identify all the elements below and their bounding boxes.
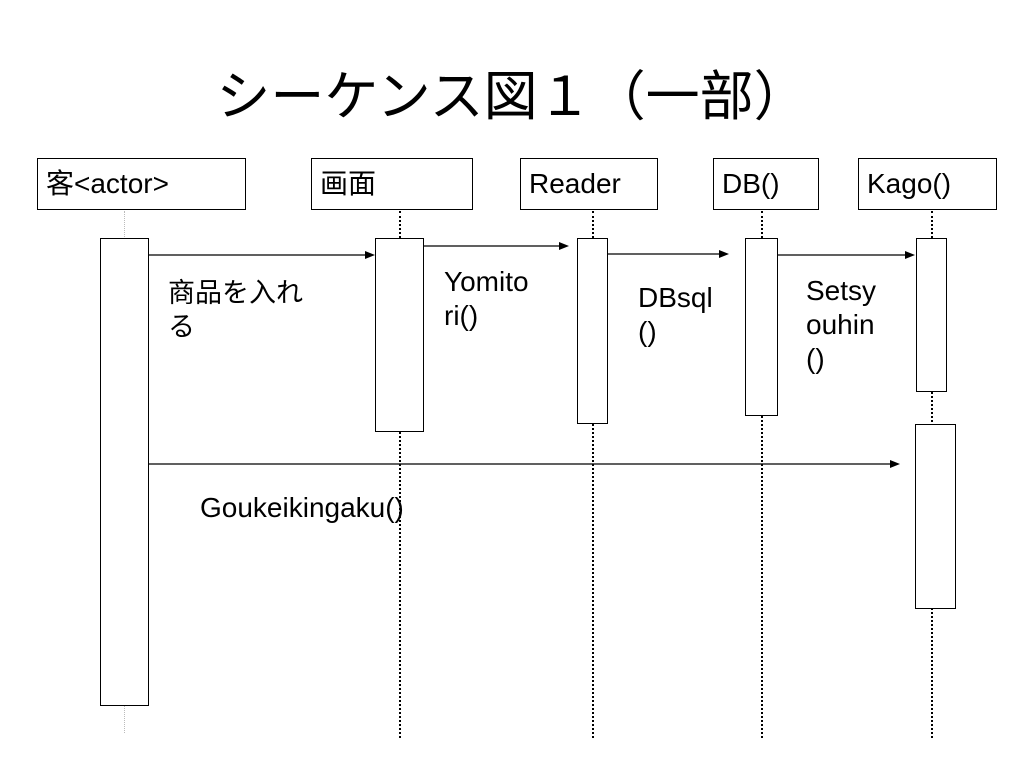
message-label-add-item: 商品を入れ る: [168, 277, 303, 345]
message-label-yomitori-line2: ri(): [444, 300, 479, 331]
message-label-goukeikingaku: Goukeikingaku(): [200, 491, 404, 525]
message-label-setsyouhin-line2: ouhin: [806, 309, 875, 340]
message-label-add-item-line2: る: [168, 312, 195, 343]
lifeline-db: [761, 211, 763, 738]
arrowhead-dbsql: [719, 250, 729, 258]
message-label-dbsql: DBsql (): [638, 281, 713, 349]
message-label-dbsql-line1: DBsql: [638, 282, 713, 313]
lifeline-head-db: DB(): [713, 158, 819, 210]
message-label-dbsql-line2: (): [638, 316, 657, 347]
activation-db: [745, 238, 778, 416]
activation-reader: [577, 238, 608, 424]
arrowhead-add-item: [365, 251, 375, 259]
lifeline-head-reader: Reader: [520, 158, 658, 210]
message-label-setsyouhin-line3: (): [806, 343, 825, 374]
message-label-goukeikingaku-line1: Goukeikingaku(): [200, 492, 404, 523]
message-label-add-item-line1: 商品を入れ: [168, 278, 303, 309]
message-label-yomitori-line1: Yomito: [444, 266, 529, 297]
lifeline-screen: [399, 211, 401, 738]
arrowhead-setsyouhin: [905, 251, 915, 259]
activation-kago-2: [915, 424, 956, 609]
message-label-yomitori: Yomito ri(): [444, 265, 529, 333]
lifeline-reader: [592, 211, 594, 738]
arrowhead-goukeikingaku: [890, 460, 900, 468]
lifeline-head-kago: Kago(): [858, 158, 997, 210]
arrowhead-yomitori: [559, 242, 569, 250]
slide-title: シーケンス図１（一部）: [216, 65, 808, 128]
lifeline-head-customer: 客<actor>: [37, 158, 246, 210]
lifeline-head-screen: 画面: [311, 158, 473, 210]
message-label-setsyouhin: Setsy ouhin (): [806, 274, 876, 376]
activation-screen: [375, 238, 424, 432]
activation-customer: [100, 238, 149, 706]
message-label-setsyouhin-line1: Setsy: [806, 275, 877, 306]
activation-kago-1: [916, 238, 947, 392]
